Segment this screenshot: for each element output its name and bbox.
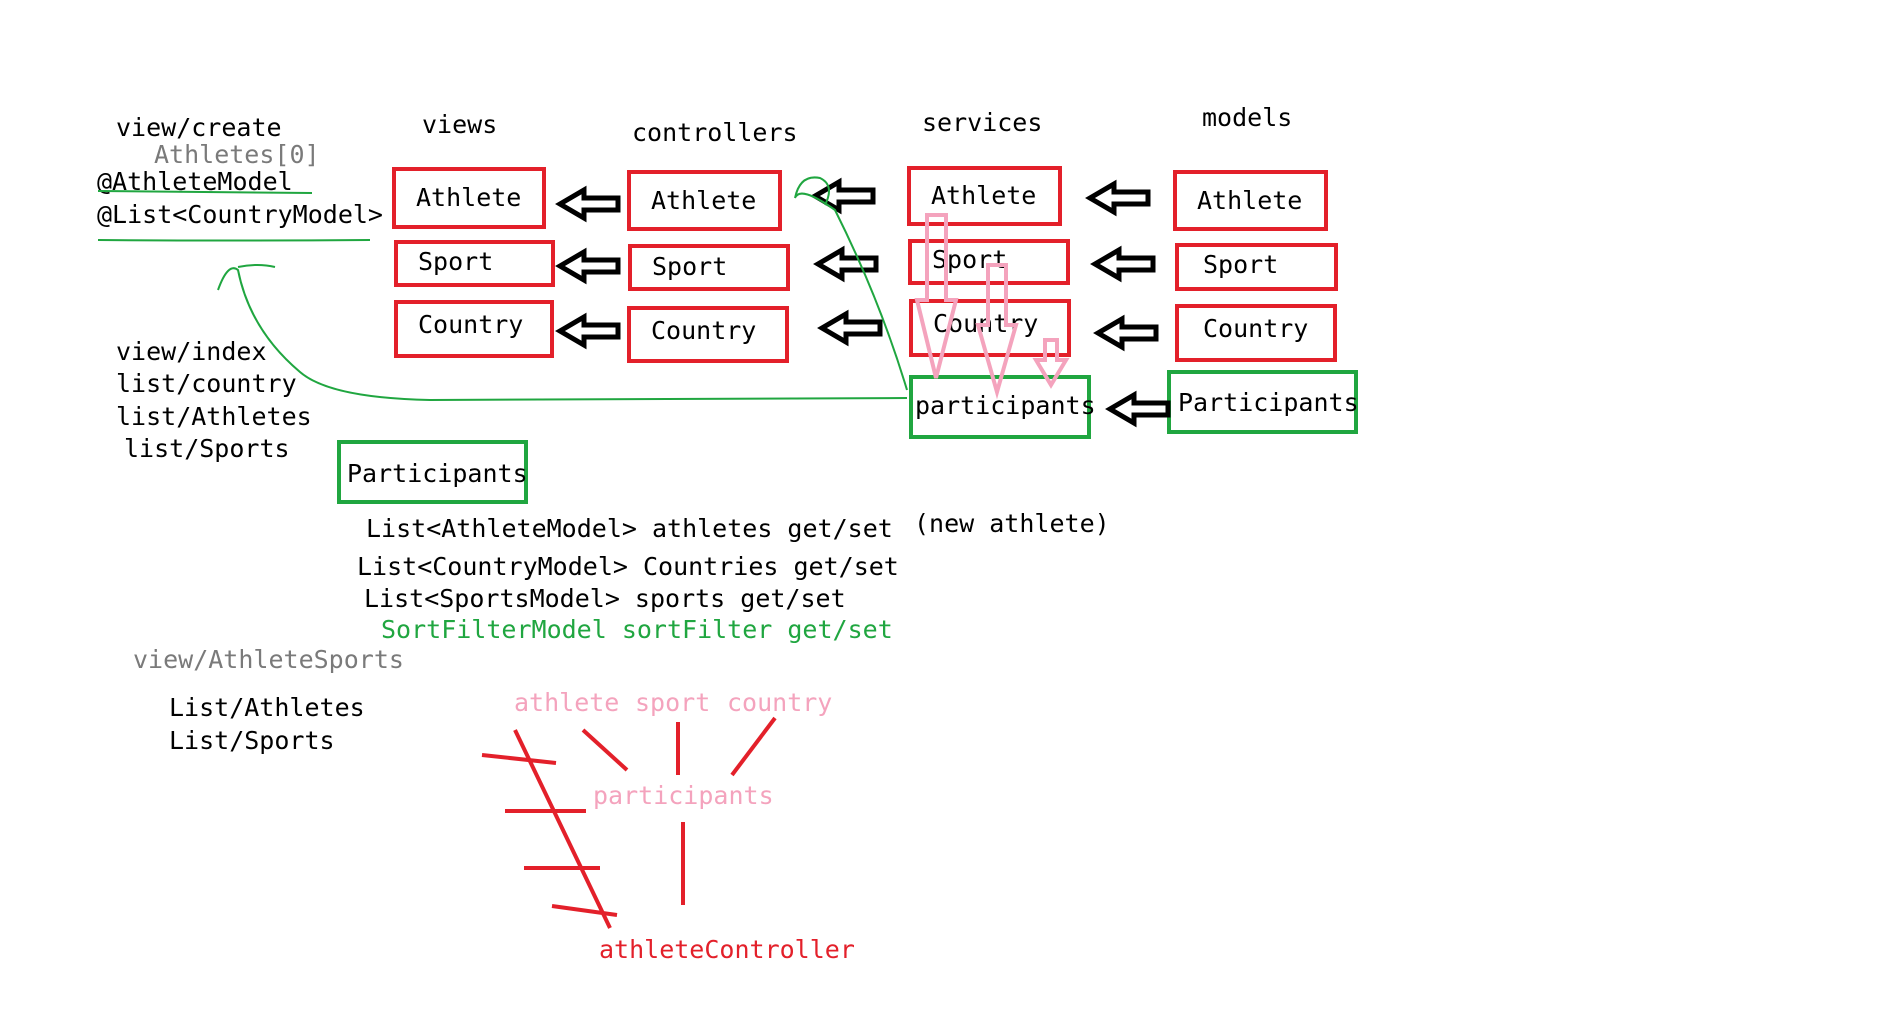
- arrow-model-to-service-athlete: [1090, 184, 1148, 212]
- header-models: models: [1202, 103, 1293, 132]
- tree-pink-lines: [581, 716, 777, 905]
- tree-label-sport: sport: [635, 688, 711, 717]
- model-label-country: Country: [1203, 314, 1309, 343]
- participants-box: Participants: [337, 440, 528, 504]
- view-box-sport: Sport: [394, 240, 555, 287]
- service-label-participants: participants: [915, 391, 1096, 420]
- view-label-country: Country: [418, 310, 524, 339]
- tree-label-country: country: [727, 688, 833, 717]
- tree-label-athlete: athlete: [514, 688, 620, 717]
- model-label-participants: Participants: [1178, 388, 1359, 417]
- arrow-model-to-service-sport: [1095, 250, 1153, 278]
- service-label-athlete: Athlete: [931, 181, 1037, 210]
- header-views: views: [422, 110, 498, 139]
- prop-countries: List<CountryModel> Countries get/set: [357, 552, 899, 581]
- note-athletes-index: Athletes[0]: [154, 140, 320, 169]
- arrow-service-to-controller-athlete: [815, 182, 873, 210]
- tree-label-athlete-controller: athleteController: [599, 935, 855, 964]
- model-box-sport: Sport: [1175, 243, 1338, 291]
- arrow-controller-to-view-sport: [560, 252, 618, 280]
- hatched-red-mark: [481, 729, 618, 929]
- controller-box-country: Country: [627, 306, 789, 363]
- note-list-country-model: @List<CountryModel>: [97, 200, 383, 229]
- view-label-sport: Sport: [418, 247, 494, 276]
- arrow-model-to-service-country: [1098, 319, 1156, 347]
- view-label-athlete: Athlete: [416, 183, 522, 212]
- arrow-service-to-controller-sport: [818, 250, 876, 278]
- note-list-sports: list/Sports: [124, 434, 290, 463]
- header-services: services: [922, 108, 1043, 137]
- prop-athletes: List<AthleteModel> athletes get/set: [366, 514, 893, 543]
- header-controllers: controllers: [632, 118, 798, 147]
- model-label-athlete: Athlete: [1197, 186, 1303, 215]
- prop-sports: List<SportsModel> sports get/set: [364, 584, 846, 613]
- note-view-athlete-sports: view/AthleteSports: [133, 645, 404, 674]
- arrow-controller-to-view-country: [560, 317, 618, 345]
- controller-label-sport: Sport: [652, 252, 728, 281]
- arrow-service-to-controller-country: [822, 314, 880, 342]
- view-box-country: Country: [394, 300, 554, 358]
- pink-arrows: [914, 213, 1070, 400]
- view-box-athlete: Athlete: [392, 167, 546, 229]
- participants-box-label: Participants: [347, 459, 528, 488]
- controller-box-sport: Sport: [628, 244, 790, 291]
- note-list-sports-2: List/Sports: [169, 726, 335, 755]
- note-list-athletes: list/Athletes: [116, 402, 312, 431]
- note-list-country: list/country: [116, 369, 297, 398]
- model-box-athlete: Athlete: [1173, 170, 1328, 231]
- note-view-create: view/create: [116, 113, 282, 142]
- note-view-index: view/index: [116, 337, 267, 366]
- controller-label-athlete: Athlete: [651, 186, 757, 215]
- controller-label-country: Country: [651, 316, 757, 345]
- arrow-model-to-service-participants: [1110, 395, 1168, 423]
- prop-new-athlete: (new athlete): [914, 509, 1110, 538]
- prop-sort-filter: SortFilterModel sortFilter get/set: [381, 615, 893, 644]
- service-box-athlete: Athlete: [907, 166, 1062, 226]
- controller-box-athlete: Athlete: [627, 170, 782, 231]
- tree-label-participants: participants: [593, 781, 774, 810]
- model-label-sport: Sport: [1203, 250, 1279, 279]
- model-box-country: Country: [1175, 304, 1337, 362]
- note-list-athletes-2: List/Athletes: [169, 693, 365, 722]
- arrow-controller-to-view-athlete: [560, 190, 618, 218]
- green-connectors: [97, 176, 908, 402]
